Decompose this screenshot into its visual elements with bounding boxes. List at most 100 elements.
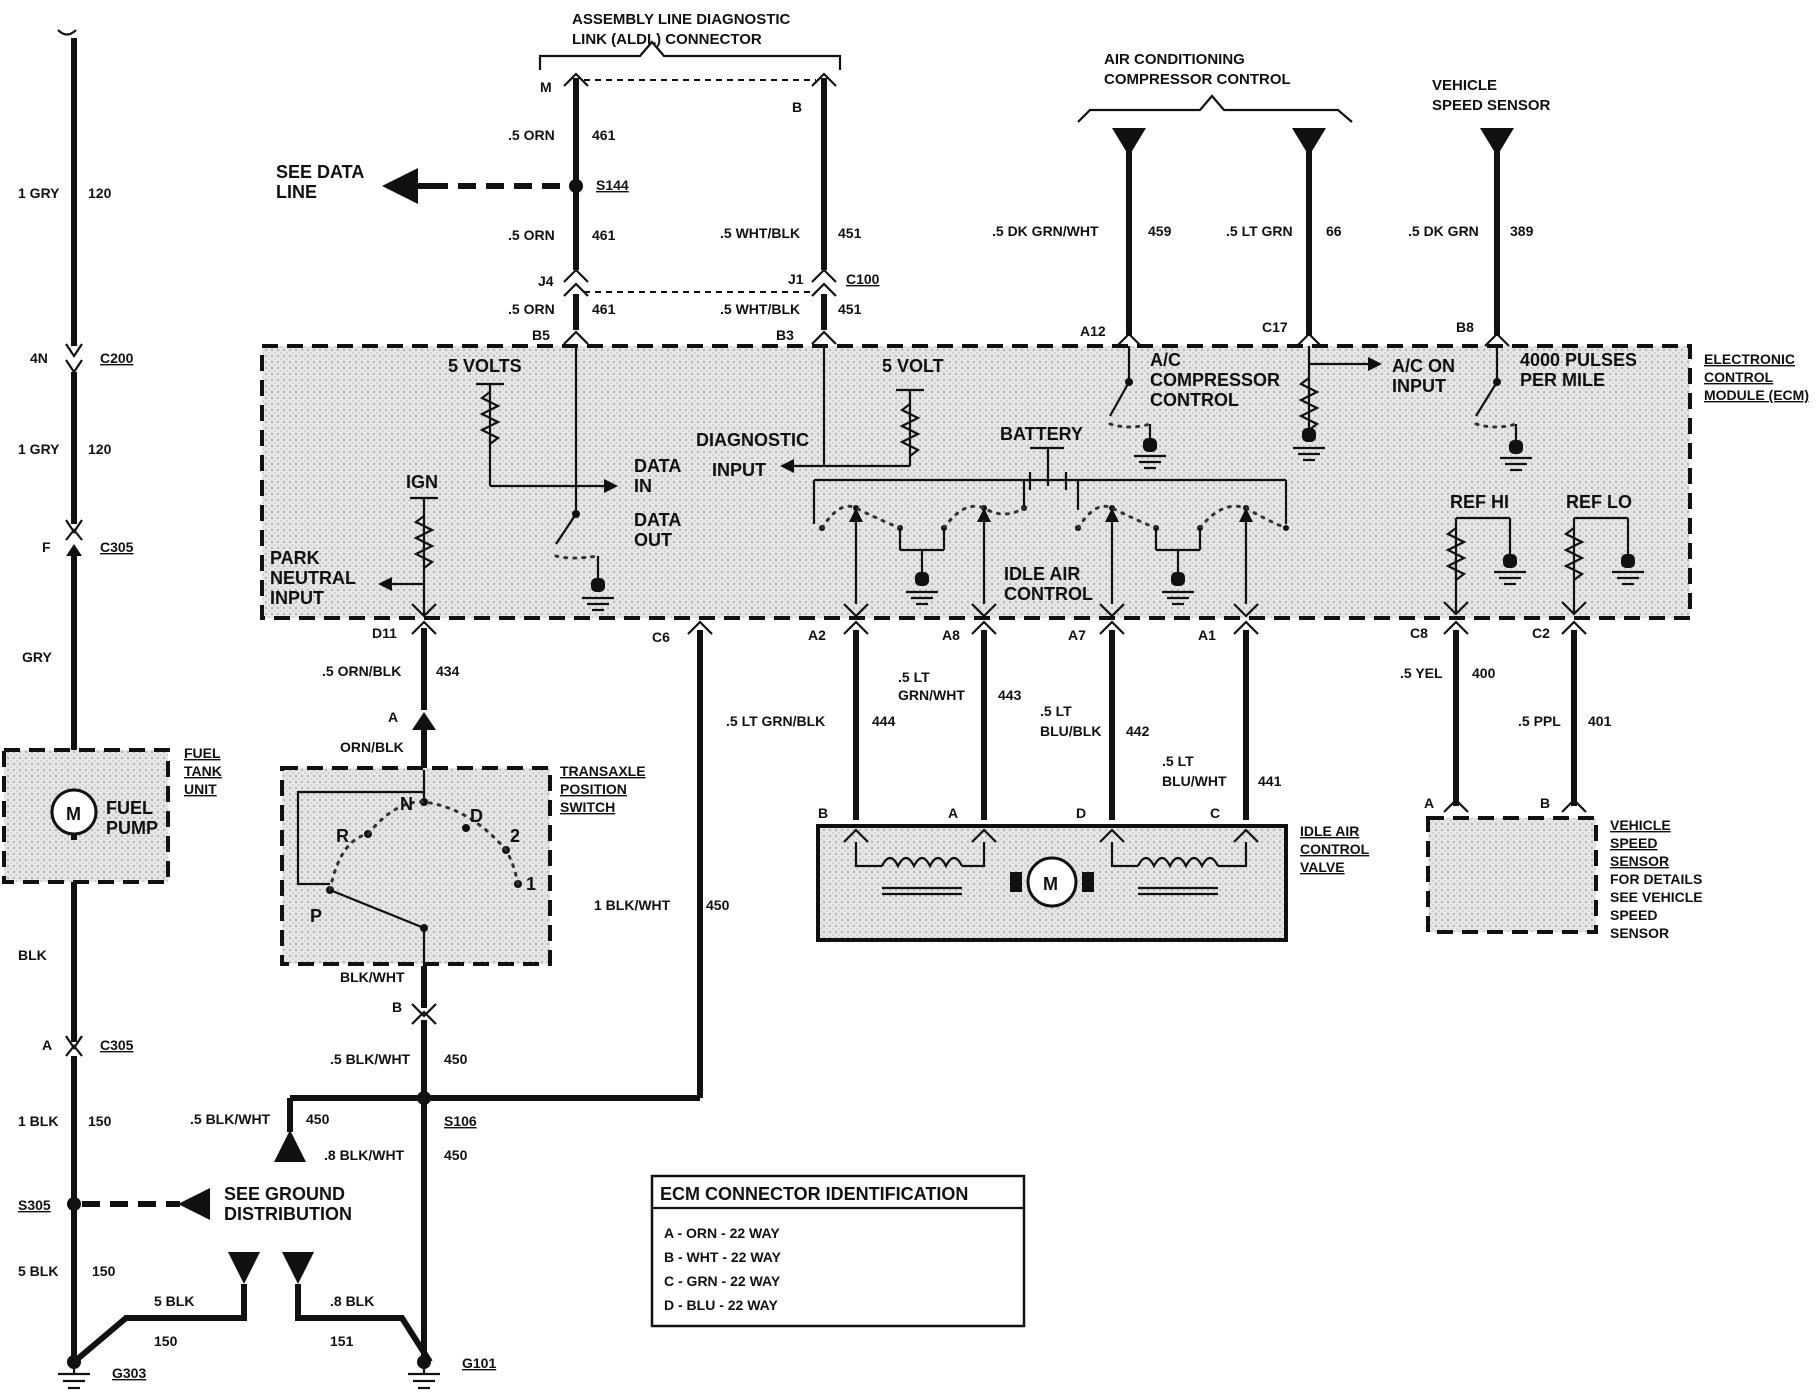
ecm-park-3: INPUT [270, 588, 324, 608]
vss-w400-size: .5 YEL [1400, 665, 1443, 681]
aldl-title-2: LINK (ALDL) CONNECTOR [572, 31, 762, 48]
ecm-park-1: PARK [270, 548, 320, 568]
fuel-tank-unit-label-1: FUEL [184, 745, 221, 761]
iac-name-1: IDLE AIR [1300, 823, 1359, 839]
tps-name-2: POSITION [560, 781, 627, 797]
aldl-w451b-circuit: 451 [838, 301, 862, 317]
ecm-five-volt: 5 VOLT [882, 356, 944, 376]
tps-pos-2: 2 [510, 826, 520, 846]
iac-w442-circuit: 442 [1126, 723, 1150, 739]
vss-wire-389 [1480, 128, 1514, 347]
ecm-ref-lo: REF LO [1566, 492, 1632, 512]
legend-title: ECM CONNECTOR IDENTIFICATION [660, 1184, 968, 1204]
iac-name-3: VALVE [1300, 859, 1345, 875]
tps-switch-box [280, 766, 552, 966]
ground-g101-symbol [408, 1362, 440, 1390]
ecm-battery: BATTERY [1000, 424, 1083, 444]
ecm-idle-air-internal [812, 446, 1289, 618]
ecm-pin-b3: B3 [776, 327, 794, 343]
ac-w66-circuit: 66 [1326, 223, 1342, 239]
vss-title-2: SPEED SENSOR [1432, 97, 1551, 114]
ecm-data-out-1: DATA [634, 510, 681, 530]
ecm-data-line-internal [476, 346, 618, 612]
vss-w389-circuit: 389 [1510, 223, 1534, 239]
aldl-pin-j1: J1 [788, 271, 804, 287]
ecm-ac-on-2: INPUT [1392, 376, 1446, 396]
ac-title-1: AIR CONDITIONING [1104, 51, 1245, 68]
ecm-pulses-2: PER MILE [1520, 370, 1605, 390]
iac-w441-size-1: .5 LT [1162, 753, 1194, 769]
vss-title-1: VEHICLE [1432, 77, 1497, 94]
ecm-pin-a8: A8 [942, 627, 960, 643]
fuel-pump-label-2: PUMP [106, 818, 158, 838]
aldl-w461b-size: .5 ORN [508, 227, 555, 243]
tps-w450b-circuit: 450 [306, 1111, 330, 1127]
vss-w400-circuit: 400 [1472, 665, 1496, 681]
ecm-park-neutral-internal [378, 496, 438, 618]
tps-pos-r: R [336, 826, 349, 846]
iac-w443-size-2: GRN/WHT [898, 687, 965, 703]
tps-pin-b: B [392, 999, 402, 1015]
tps-w450a-size: .5 BLK/WHT [330, 1051, 411, 1067]
tps-w450-long-circuit: 450 [706, 897, 730, 913]
ecm-pulses-1: 4000 PULSES [1520, 350, 1637, 370]
ecm-park-2: NEUTRAL [270, 568, 356, 588]
aldl-w461b-circuit: 461 [592, 227, 616, 243]
c305-bot-label: C305 [100, 1037, 134, 1053]
left-w6-circuit: 150 [92, 1263, 116, 1279]
tps-orn-blk: ORN/BLK [340, 739, 404, 755]
iac-w444-size: .5 LT GRN/BLK [726, 713, 825, 729]
ecm-name-1: ELECTRONIC [1704, 351, 1795, 367]
ecm-ac-internal [1108, 346, 1382, 470]
tps-w450b-size: .5 BLK/WHT [190, 1111, 271, 1127]
vss-lower-box [1426, 816, 1598, 934]
tps-pos-d: D [470, 806, 483, 826]
vss-lower-wires [1443, 620, 1587, 813]
ground-w1-size: 5 BLK [154, 1293, 194, 1309]
aldl-w461c-size: .5 ORN [508, 301, 555, 317]
vss-lower-pin-a: A [1424, 795, 1434, 811]
legend-row-b: B - WHT - 22 WAY [664, 1249, 782, 1265]
left-w5-size: 1 BLK [18, 1113, 58, 1129]
vss-lower-pin-b: B [1540, 795, 1550, 811]
ecm-pin-c8: C8 [1410, 625, 1428, 641]
ecm-pin-d11: D11 [372, 625, 397, 641]
ecm-box [260, 344, 1692, 620]
ac-w66-size: .5 LT GRN [1226, 223, 1293, 239]
iac-w442-size-1: .5 LT [1040, 703, 1072, 719]
ecm-pin-a2: A2 [808, 627, 826, 643]
fuel-pump-label-1: FUEL [106, 798, 153, 818]
ground-dist-label-1: SEE GROUND [224, 1184, 345, 1204]
aldl-title-1: ASSEMBLY LINE DIAGNOSTIC [572, 11, 791, 28]
aldl-w451b-size: .5 WHT/BLK [720, 301, 800, 317]
vss-lower-name-1: VEHICLE [1610, 817, 1671, 833]
vss-lower-note-3: SPEED [1610, 907, 1657, 923]
ecm-ac-comp-1: A/C [1150, 350, 1181, 370]
ecm-pin-a12: A12 [1080, 323, 1106, 339]
left-w4-color: BLK [18, 947, 47, 963]
splice-s106-label: S106 [444, 1113, 477, 1129]
left-w3-color: GRY [22, 649, 52, 665]
ground-g303-symbol [58, 1362, 90, 1390]
legend-row-d: D - BLU - 22 WAY [664, 1297, 778, 1313]
tps-w434-size: .5 ORN/BLK [322, 663, 401, 679]
ecm-pin-c2: C2 [1532, 625, 1550, 641]
wire-434 [411, 620, 437, 770]
ecm-pin-a7: A7 [1068, 627, 1086, 643]
c100-label: C100 [846, 271, 880, 287]
iac-w441-size-2: BLU/WHT [1162, 773, 1227, 789]
tps-pos-n: N [400, 794, 413, 814]
ac-w459-circuit: 459 [1148, 223, 1172, 239]
iac-w444-circuit: 444 [872, 713, 896, 729]
tps-pos-1: 1 [526, 874, 536, 894]
ecm-data-out-2: OUT [634, 530, 672, 550]
ecm-pin-c17: C17 [1262, 319, 1288, 335]
ground-g303-label: G303 [112, 1365, 146, 1381]
iac-valve-box [816, 824, 1288, 942]
see-data-line-label-2: LINE [276, 182, 317, 202]
ac-bracket [1077, 94, 1353, 123]
ac-title-2: COMPRESSOR CONTROL [1104, 71, 1291, 88]
ecm-diagnostic-2: INPUT [712, 460, 766, 480]
iac-wires [843, 620, 1259, 820]
ground-bottom-wires [72, 1252, 433, 1365]
